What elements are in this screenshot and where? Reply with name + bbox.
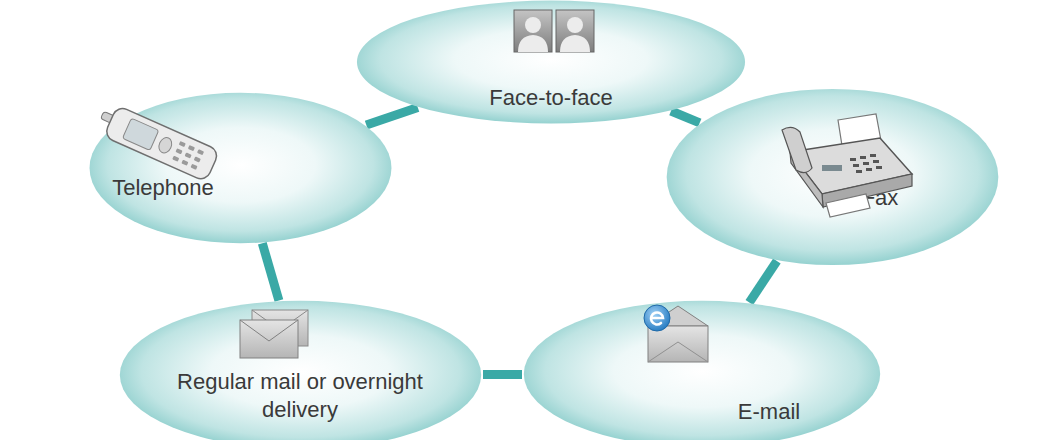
channel-ellipse: Telephone bbox=[88, 92, 393, 244]
channel-label: Regular mail or overnight delivery bbox=[160, 368, 440, 424]
channel-label: E-mail bbox=[714, 398, 824, 426]
channel-label: Face-to-face bbox=[355, 84, 747, 112]
ring-connector bbox=[262, 243, 279, 300]
ellipse-outline bbox=[88, 92, 393, 244]
ellipse-fill bbox=[667, 89, 999, 265]
ellipse-outline bbox=[665, 88, 1000, 266]
ring-connector bbox=[366, 108, 418, 126]
channel-ellipse: Face-to-face bbox=[355, 0, 747, 124]
channel-ellipse: Regular mail or overnight delivery bbox=[118, 300, 483, 440]
ring-connector bbox=[483, 370, 522, 379]
ellipse-fill bbox=[90, 93, 392, 243]
phone-antenna bbox=[101, 111, 117, 124]
channel-label: Fax bbox=[845, 184, 915, 212]
channel-ellipse: Fax bbox=[665, 88, 1000, 266]
ellipse-fill bbox=[120, 301, 481, 440]
ring-connector bbox=[671, 111, 700, 123]
ellipse-outline bbox=[522, 300, 882, 440]
channel-ellipse: E-mail bbox=[522, 300, 882, 440]
ring-connector bbox=[749, 261, 777, 303]
ellipse-fill bbox=[524, 301, 880, 440]
channel-label: Telephone bbox=[88, 174, 238, 202]
